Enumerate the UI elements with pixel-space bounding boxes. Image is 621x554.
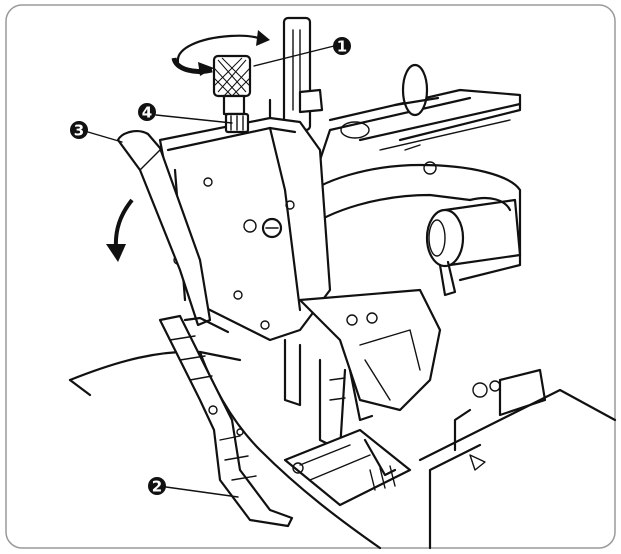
- callout-leaders: [87, 45, 335, 498]
- adjusting-knob-1: [212, 54, 252, 116]
- presser-foot-2: [158, 314, 294, 528]
- machine-arm: [298, 63, 522, 282]
- thread-guide-cylinder: [425, 196, 522, 297]
- lever-direction-arrow: [106, 198, 134, 262]
- callout-3-label: 3: [74, 122, 84, 140]
- callout-1-label: 1: [337, 38, 347, 56]
- callout-4-label: 4: [142, 104, 152, 122]
- lever-3: [116, 130, 212, 327]
- machine-bed: [418, 368, 617, 550]
- needle-and-feed-area: [283, 338, 412, 507]
- callout-2: 2: [148, 477, 166, 496]
- callout-1: 1: [333, 37, 351, 56]
- rotation-arrow: [171, 30, 270, 76]
- callout-3: 3: [70, 121, 88, 140]
- callout-2-label: 2: [152, 478, 162, 496]
- callout-4: 4: [138, 103, 156, 122]
